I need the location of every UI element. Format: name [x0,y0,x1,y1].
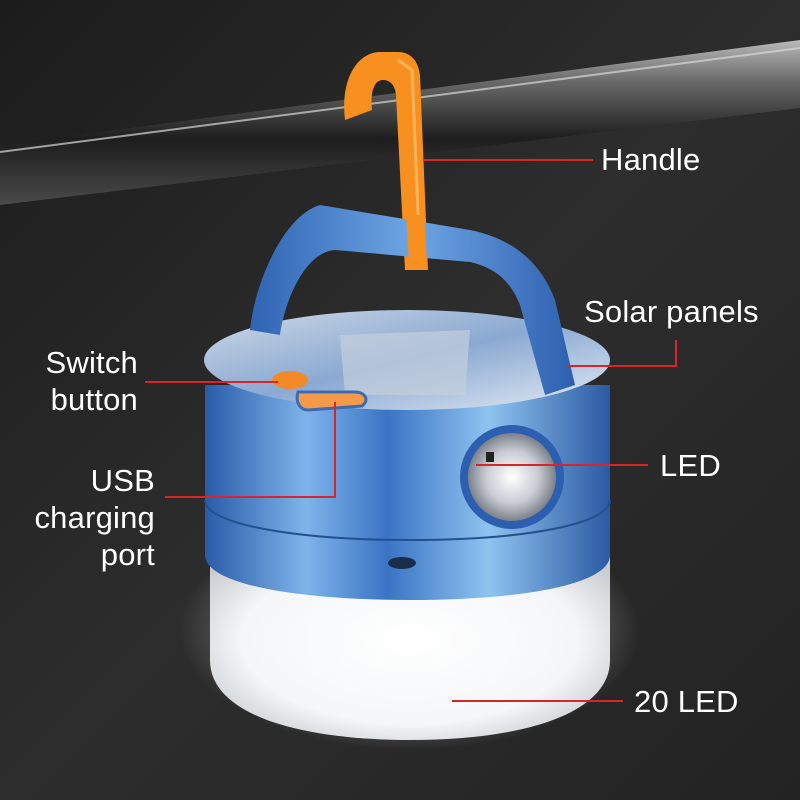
callout-usb-charging-port: USB charging port [34,463,155,572]
leader-lines [145,159,677,702]
callout-20-led: 20 LED [634,684,739,719]
hook [344,52,428,270]
callout-solar-panels: Solar panels [584,294,759,329]
carry-handle [250,205,575,395]
callout-led: LED [660,448,721,483]
callout-handle: Handle [601,142,701,177]
callout-switch-button: Switch button [45,345,138,417]
side-led [460,425,564,529]
